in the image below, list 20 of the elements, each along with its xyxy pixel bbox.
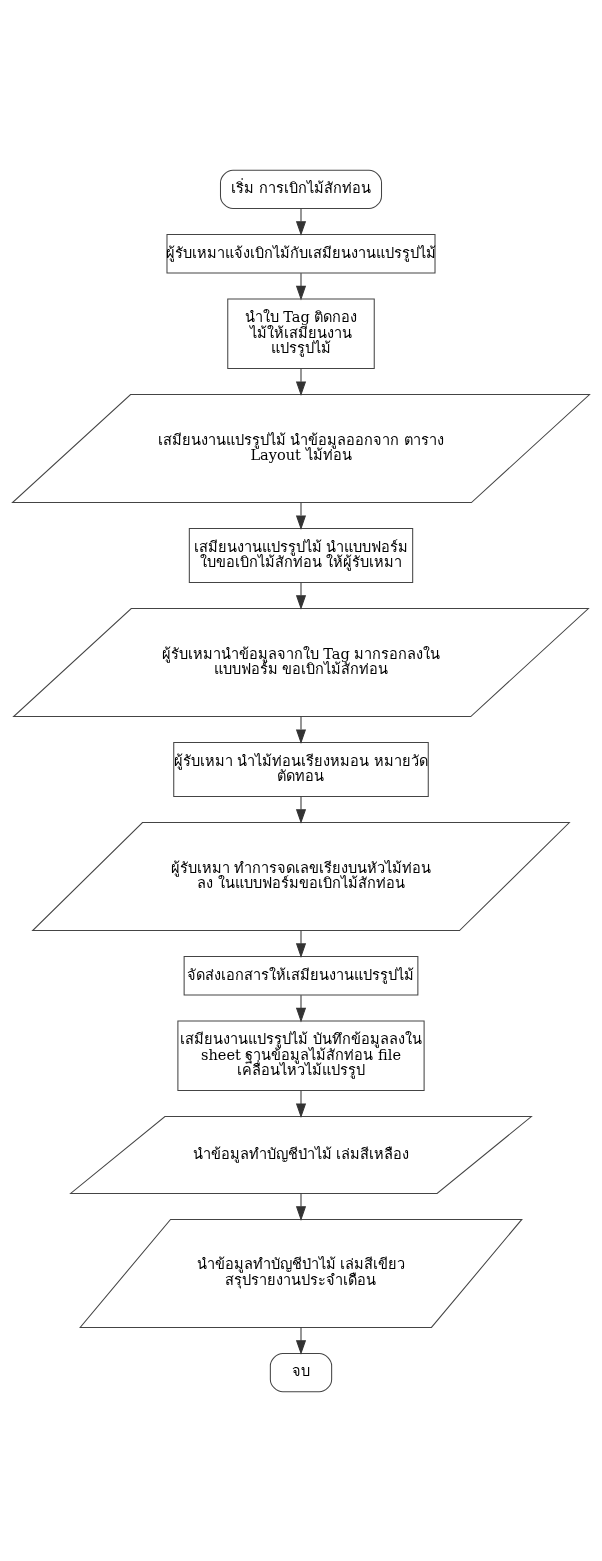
arrow bbox=[295, 581, 307, 610]
node-box: เริ่ม การเบิกไม้สักท่อน bbox=[219, 169, 383, 209]
arrow bbox=[295, 272, 307, 300]
node-box: เสมียนงานแปรรูปไม้ นำแบบฟอร์ม ใบขอเบิกไม้สักท่อน ให้ผู้รับเหมา bbox=[188, 527, 414, 583]
arrow bbox=[295, 367, 307, 396]
node-box: ผู้รับเหมา นำไม้ท่อนเรียงหมอน หมายวัด ตัดทอน bbox=[173, 741, 429, 797]
arrow bbox=[295, 795, 307, 824]
node-box: จบ bbox=[269, 1352, 333, 1392]
arrow bbox=[295, 994, 307, 1022]
node-box: ผู้รับเหมาแจ้งเบิกไม้กับเสมียนงานแปรรูปไม้ bbox=[166, 233, 436, 273]
node-box: เสมียนงานแปรรูปไม้ บันทึกข้อมูลลงใน sheet ฐานข้อมูลไม้สักท่อน file เคลื่อนไหวไม้แปรรูป bbox=[177, 1019, 425, 1091]
arrow bbox=[295, 1326, 307, 1355]
arrow bbox=[295, 715, 307, 744]
arrow bbox=[295, 501, 307, 530]
arrow bbox=[295, 1089, 307, 1118]
arrow bbox=[295, 207, 307, 236]
node-box: นำใบ Tag ติดกอง ไม้ให้เสมียนงาน แปรรูปไม้ bbox=[227, 297, 375, 369]
arrow bbox=[295, 929, 307, 958]
node-box: จัดส่งเอกสารให้เสมียนงานแปรรูปไม้ bbox=[183, 955, 419, 995]
arrow bbox=[295, 1192, 307, 1221]
